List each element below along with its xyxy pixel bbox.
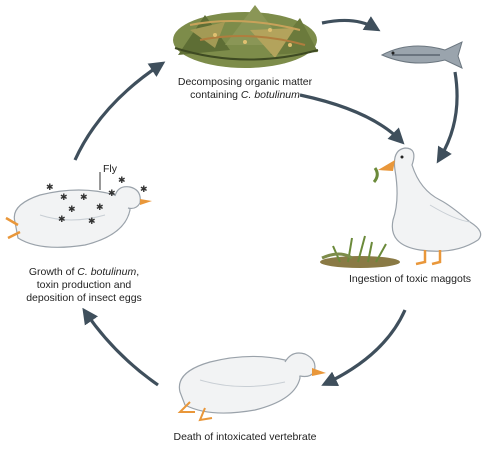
stage-label-growth: Growth of C. botulinum, toxin production… bbox=[4, 266, 164, 305]
svg-text:✱: ✱ bbox=[88, 217, 96, 227]
svg-text:✱: ✱ bbox=[96, 203, 104, 213]
standing-duck bbox=[372, 147, 482, 266]
svg-text:✱: ✱ bbox=[46, 183, 54, 193]
stage-label-ingestion: Ingestion of toxic maggots bbox=[349, 273, 471, 285]
fly-label: Fly bbox=[103, 163, 117, 175]
stage-label-growth-line3: deposition of insect eggs bbox=[26, 292, 142, 304]
svg-text:✱: ✱ bbox=[58, 215, 66, 225]
cycle-arrows bbox=[73, 16, 459, 387]
organic-matter-pile bbox=[173, 5, 319, 68]
dead-duck bbox=[177, 352, 326, 422]
stage-label-growth-line2: toxin production and bbox=[36, 279, 132, 291]
stage-label-growth-line1: Growth of C. botulinum, bbox=[4, 266, 164, 279]
label-italic-organism: C. botulinum bbox=[77, 266, 137, 278]
svg-text:✱: ✱ bbox=[140, 185, 148, 195]
arrow-duck-to-death bbox=[321, 309, 407, 387]
stage-label-death: Death of intoxicated vertebrate bbox=[173, 431, 317, 443]
label-prefix: containing bbox=[190, 89, 241, 101]
fish-illustration bbox=[380, 41, 463, 69]
svg-text:✱: ✱ bbox=[60, 193, 68, 203]
stage-label-decomposing: Decomposing organic matter containing C.… bbox=[150, 76, 340, 102]
label-suffix: , bbox=[136, 266, 140, 278]
arrow-growth-to-matter bbox=[73, 61, 166, 161]
arrow-fish-to-duck bbox=[436, 71, 459, 164]
stage-label-decomposing-line2: containing C. botulinum bbox=[150, 89, 340, 102]
arrow-top-to-fish bbox=[321, 16, 381, 32]
svg-text:✱: ✱ bbox=[108, 189, 116, 199]
svg-text:✱: ✱ bbox=[80, 193, 88, 203]
label-italic-organism: C. botulinum bbox=[240, 89, 300, 101]
flies: ✱ ✱ ✱ ✱ ✱ ✱ ✱ ✱ ✱ ✱ bbox=[46, 176, 148, 227]
svg-text:✱: ✱ bbox=[68, 205, 76, 215]
svg-text:✱: ✱ bbox=[118, 176, 126, 186]
vegetation-tuft bbox=[320, 235, 400, 268]
label-prefix: Growth of bbox=[28, 266, 78, 278]
arrow-matter-to-duck bbox=[299, 93, 405, 145]
infested-duck: ✱ ✱ ✱ ✱ ✱ ✱ ✱ ✱ ✱ ✱ bbox=[5, 172, 152, 248]
arrow-death-to-growth bbox=[82, 307, 159, 387]
stage-label-decomposing-line1: Decomposing organic matter bbox=[177, 76, 313, 88]
